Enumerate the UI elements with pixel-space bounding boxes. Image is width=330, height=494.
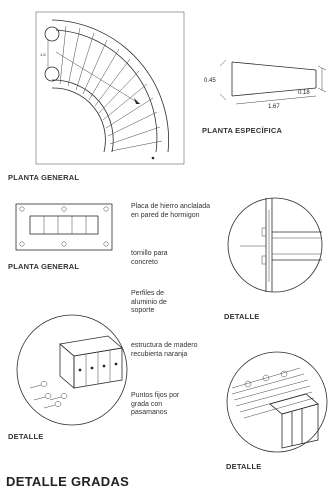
planta-especifica-label: PLANTA ESPECÍFICA (202, 126, 283, 135)
detalle-label-3: DETALLE (226, 462, 262, 471)
planta-general-label-2: PLANTA GENERAL (8, 262, 80, 271)
detalle-label-2: DETALLE (8, 432, 44, 441)
dim-018: 0.18 (298, 90, 310, 96)
note-estructura: estructura de madero recubierta naranja (131, 342, 198, 358)
detalle-label-1: DETALLE (224, 312, 260, 321)
dim-167: 1.67 (268, 104, 280, 110)
note-perfiles: Perfiles de aluminio de soporte (131, 290, 167, 315)
page-title: DETALLE GRADAS (6, 474, 130, 489)
note-tornillo: tornillo para concreto (131, 250, 168, 266)
note-placa: Placa de hierro anclalada en pared de ho… (131, 203, 210, 219)
svg-text:1.6: 1.6 (40, 52, 46, 57)
dim-045: 0.45 (204, 78, 216, 84)
planta-general-label: PLANTA GENERAL (8, 173, 80, 182)
note-puntos: Puntos fijos por grada con pasamanos (131, 392, 180, 417)
